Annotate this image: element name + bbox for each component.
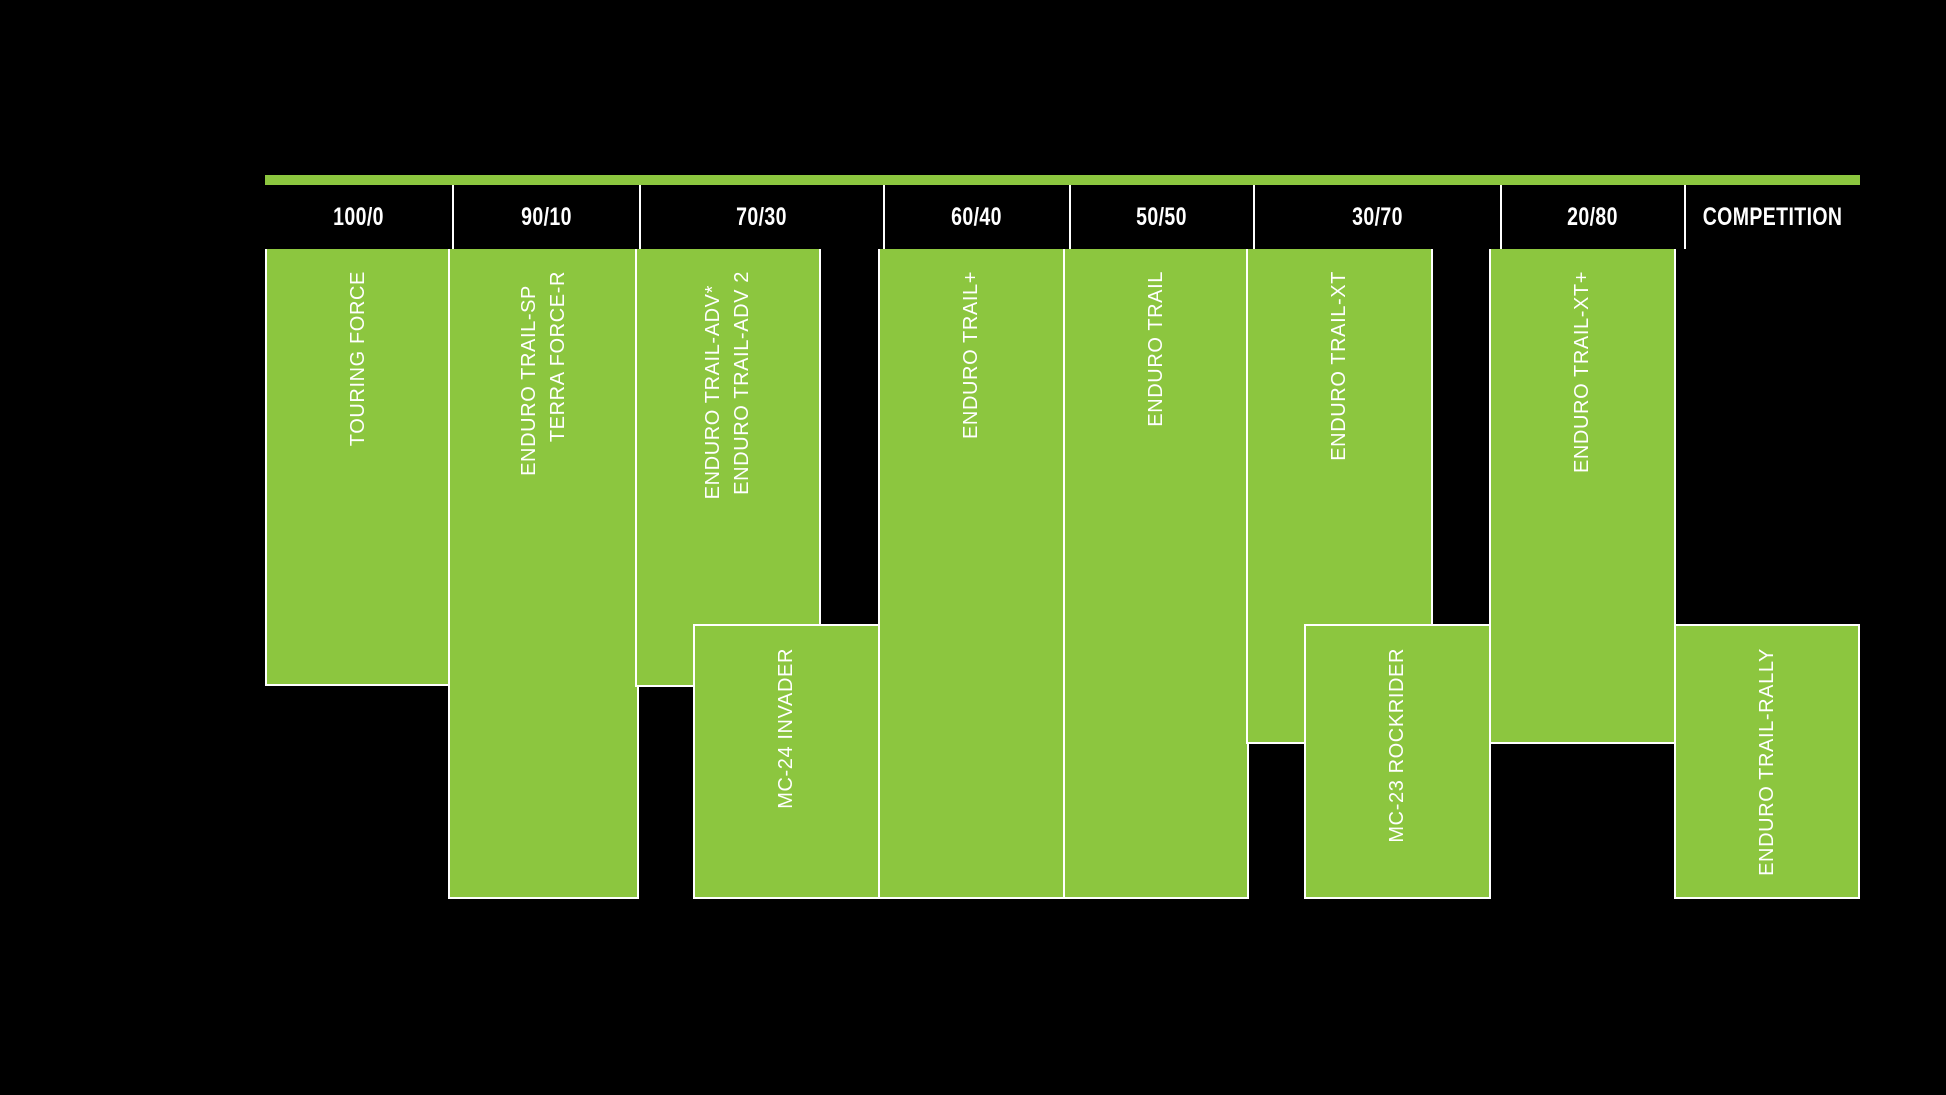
header-label-70-30: 70/30 — [736, 202, 788, 231]
header-separator — [1069, 185, 1071, 249]
bar-label-enduro-trail-rally: ENDURO TRAIL-RALLY — [1755, 648, 1778, 876]
header-separator — [1253, 185, 1255, 249]
header-separator — [1500, 185, 1502, 249]
header-cell-90-10[interactable]: 90/10 — [454, 185, 639, 249]
bar-enduro-trail-xt-plus[interactable]: ENDURO TRAIL-XT+ — [1489, 249, 1676, 744]
header-separator — [452, 185, 454, 249]
bar-enduro-trail-adv[interactable]: ENDURO TRAIL-ADV 2 ENDURO TRAIL-ADV* — [635, 249, 821, 687]
header-label-50-50: 50/50 — [1136, 202, 1188, 231]
bar-label-enduro-trail-xt: ENDURO TRAIL-XT — [1328, 271, 1350, 461]
header-cell-70-30[interactable]: 70/30 — [641, 185, 883, 249]
bar-label-enduro-trail-sp: ENDURO TRAIL-SP — [517, 285, 540, 476]
header-separator — [883, 185, 885, 249]
bar-label-enduro-trail-adv: ENDURO TRAIL-ADV* — [702, 285, 724, 500]
header-cell-30-70[interactable]: 30/70 — [1255, 185, 1500, 249]
bar-enduro-trail-xt-plus-labels: ENDURO TRAIL-XT+ — [1491, 249, 1674, 742]
top-accent-rule — [265, 175, 1860, 185]
header-separator — [639, 185, 641, 249]
bar-enduro-trail-plus-labels: ENDURO TRAIL+ — [880, 249, 1063, 897]
header-label-competition: COMPETITION — [1703, 202, 1843, 231]
header-band: 100/0 90/10 70/30 60/40 50/50 30/70 20/8… — [265, 185, 1860, 249]
bar-enduro-trail-plus[interactable]: ENDURO TRAIL+ — [878, 249, 1065, 899]
header-cell-competition[interactable]: COMPETITION — [1686, 185, 1860, 249]
bar-touring-force-labels: TOURING FORCE — [267, 249, 450, 684]
bar-label-enduro-trail-adv-2: ENDURO TRAIL-ADV 2 — [731, 271, 753, 495]
bar-enduro-trail-adv-labels: ENDURO TRAIL-ADV 2 ENDURO TRAIL-ADV* — [637, 249, 819, 685]
bar-terra-force-r[interactable]: TERRA FORCE-R ENDURO TRAIL-SP — [448, 249, 639, 899]
bar-label-terra-force-r: TERRA FORCE-R — [546, 271, 569, 443]
bar-label-enduro-trail-xt-plus: ENDURO TRAIL-XT+ — [1571, 271, 1593, 474]
header-label-20-80: 20/80 — [1567, 202, 1619, 231]
bar-enduro-trail-rally[interactable]: ENDURO TRAIL-RALLY — [1674, 624, 1860, 899]
bar-label-enduro-trail-plus: ENDURO TRAIL+ — [960, 271, 982, 440]
bar-label-touring-force: TOURING FORCE — [347, 271, 369, 447]
header-cell-20-80[interactable]: 20/80 — [1502, 185, 1684, 249]
header-cell-60-40[interactable]: 60/40 — [885, 185, 1069, 249]
bar-touring-force[interactable]: TOURING FORCE — [265, 249, 452, 686]
bar-mc-24-invader[interactable]: MC-24 INVADER — [693, 624, 880, 899]
bar-mc-24-invader-labels: MC-24 INVADER — [695, 626, 878, 897]
header-label-100-0: 100/0 — [333, 202, 384, 231]
bar-mc-23-rockrider[interactable]: MC-23 ROCKRIDER — [1304, 624, 1491, 899]
header-label-90-10: 90/10 — [521, 202, 572, 231]
bar-label-mc-24-invader: MC-24 INVADER — [775, 648, 797, 809]
header-label-60-40: 60/40 — [951, 202, 1003, 231]
bar-label-enduro-trail: ENDURO TRAIL — [1144, 271, 1167, 427]
bar-terra-force-r-labels: TERRA FORCE-R ENDURO TRAIL-SP — [450, 249, 637, 897]
bar-mc-23-rockrider-labels: MC-23 ROCKRIDER — [1306, 626, 1489, 897]
header-label-30-70: 30/70 — [1352, 202, 1403, 231]
bar-label-mc-23-rockrider: MC-23 ROCKRIDER — [1386, 648, 1408, 843]
bar-enduro-trail-rally-labels: ENDURO TRAIL-RALLY — [1676, 626, 1858, 897]
header-separator — [1684, 185, 1686, 249]
plot-area: TOURING FORCE TERRA FORCE-R ENDURO TRAIL… — [265, 249, 1860, 899]
bar-enduro-trail[interactable]: ENDURO TRAIL — [1063, 249, 1249, 899]
header-cell-50-50[interactable]: 50/50 — [1071, 185, 1253, 249]
bar-enduro-trail-labels: ENDURO TRAIL — [1065, 249, 1247, 897]
header-cell-100-0[interactable]: 100/0 — [265, 185, 452, 249]
